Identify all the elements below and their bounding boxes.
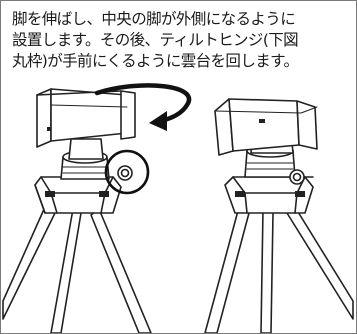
rotation-arrow-icon: [94, 83, 192, 131]
tripod-illustration: [2, 83, 354, 333]
left-tripod: [2, 88, 152, 333]
instruction-line: 設置します。その後、ティルトヒンジ(下図: [12, 31, 299, 49]
instruction-line: 丸枠)が手前にくるように雲台を回します。: [12, 52, 299, 70]
highlight-circle-icon: [104, 149, 150, 195]
right-tripod: [204, 98, 354, 333]
instruction-line: 脚を伸ばし、中央の脚が外側になるように: [12, 10, 296, 28]
instruction-text: 脚を伸ばし、中央の脚が外側になるように 設置します。その後、ティルトヒンジ(下図…: [12, 9, 352, 72]
